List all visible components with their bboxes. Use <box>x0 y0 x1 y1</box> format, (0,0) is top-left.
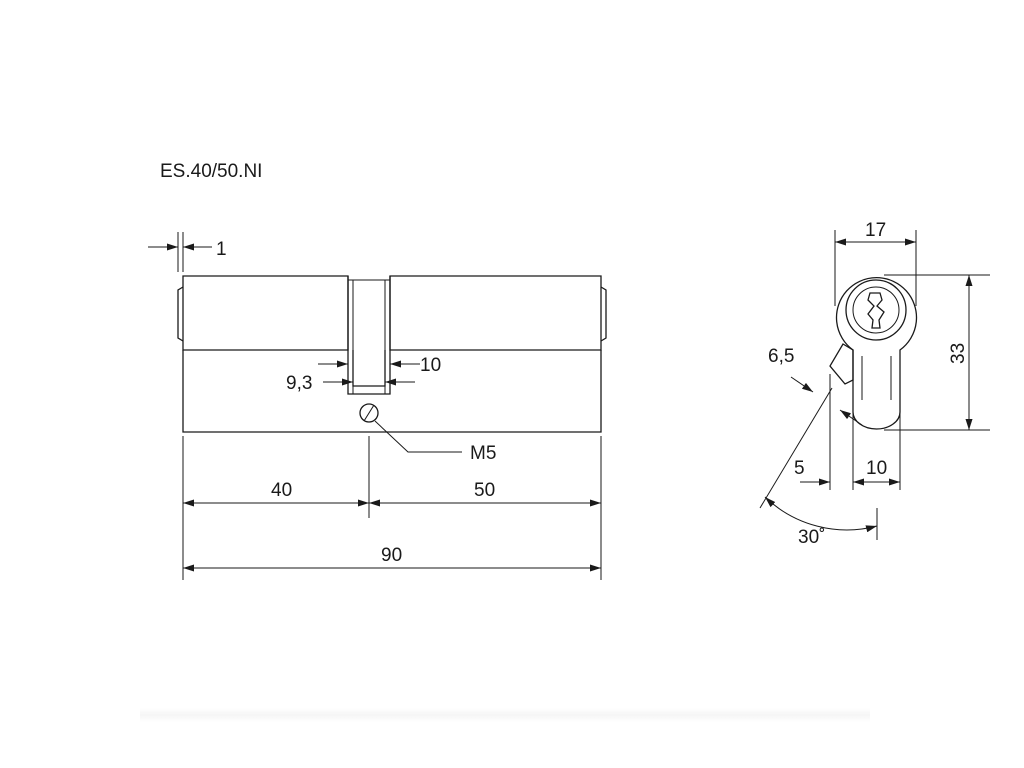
screw-hole-hatch <box>363 404 375 422</box>
cylinder-profile-view <box>829 277 918 430</box>
screw-hole <box>359 403 379 423</box>
bottom-shadow <box>140 708 870 722</box>
dim-label-1: 1 <box>216 239 227 260</box>
cam-lever <box>829 343 854 385</box>
dim-lengths: 40 50 90 <box>182 436 602 580</box>
dim-label-6-5: 6,5 <box>768 346 794 367</box>
dim-label-33: 33 <box>948 343 969 364</box>
dim-m5: M5 <box>374 420 496 464</box>
profile-outline <box>835 277 918 430</box>
right-cylinder-body <box>389 275 602 351</box>
profile-stem-lines <box>861 356 892 400</box>
dim-5-10: 5 10 <box>794 374 901 490</box>
dim-label-m5: M5 <box>470 443 496 464</box>
dim-label-9-3: 9,3 <box>286 373 312 394</box>
cam-slot <box>347 276 391 395</box>
plug-circle <box>845 279 907 341</box>
dim-6-5: 6,5 <box>768 346 863 426</box>
dim-face-offset: 1 <box>148 232 227 272</box>
plug-inner-circle <box>852 286 900 334</box>
drawing-title: ES.40/50.NI <box>160 161 262 182</box>
dim-label-5: 5 <box>794 458 805 479</box>
dim-label-10-profile: 10 <box>866 458 887 479</box>
dim-17: 17 <box>834 220 917 306</box>
dim-label-50: 50 <box>474 480 495 501</box>
dim-33: 33 <box>884 274 990 431</box>
dim-label-10-slot: 10 <box>420 355 441 376</box>
dim-label-40: 40 <box>271 480 292 501</box>
left-face-cap <box>177 286 184 342</box>
dim-label-17: 17 <box>865 220 886 241</box>
dim-30-degrees: 30˚ <box>759 387 878 548</box>
keyway <box>867 292 885 329</box>
dim-label-90: 90 <box>381 545 402 566</box>
cylinder-side-view <box>177 275 607 433</box>
left-cylinder-body <box>182 275 349 351</box>
dim-cam: 10 9,3 <box>286 355 441 394</box>
lower-profile <box>182 350 602 433</box>
cam <box>352 350 386 387</box>
dim-label-30deg: 30˚ <box>798 527 825 548</box>
right-face-cap <box>600 286 607 342</box>
